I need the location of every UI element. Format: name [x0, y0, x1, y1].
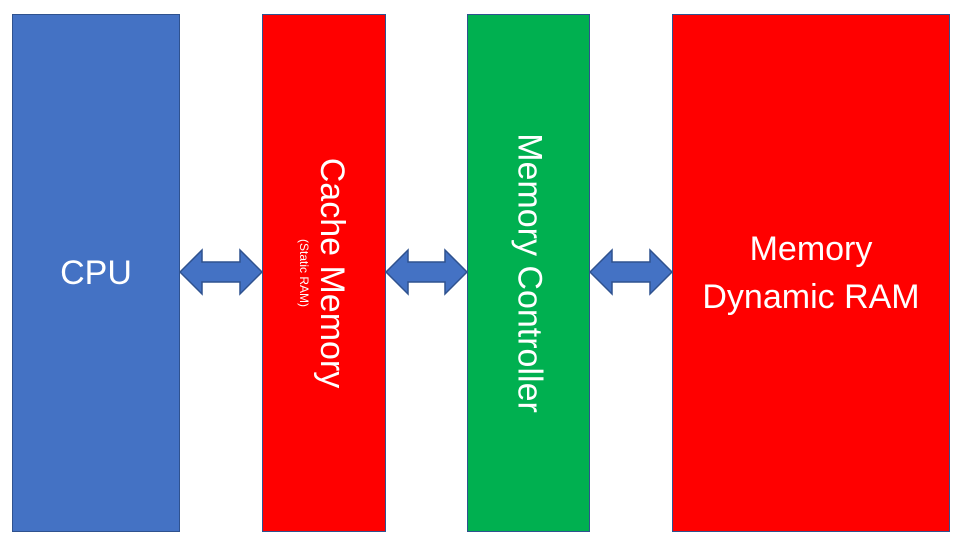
cpu-block: CPU	[12, 14, 180, 532]
dynamic-ram-label-line2: Dynamic RAM	[702, 278, 920, 316]
cpu-cache-arrow	[178, 248, 264, 296]
static-ram-sublabel: (Static RAM)	[297, 238, 311, 308]
dynamic-ram-label-line1: Memory	[749, 230, 873, 268]
controller-dram-arrow	[588, 248, 674, 296]
cache-memory-block: Cache Memory (Static RAM)	[262, 14, 386, 532]
memory-controller-block: Memory Controller	[467, 14, 590, 532]
cpu-label: CPU	[60, 253, 132, 292]
memory-controller-label: Memory Controller	[510, 133, 548, 413]
dynamic-ram-label: Memory Dynamic RAM	[673, 15, 949, 531]
dynamic-ram-block: Memory Dynamic RAM	[672, 14, 950, 532]
cache-memory-label-group: Cache Memory (Static RAM)	[297, 158, 351, 389]
cache-controller-arrow	[384, 248, 469, 296]
cache-memory-label: Cache Memory	[313, 157, 351, 389]
